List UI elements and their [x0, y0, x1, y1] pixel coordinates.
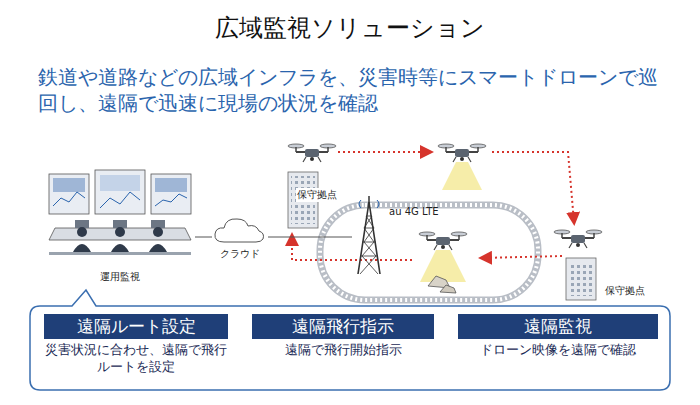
cloud-icon — [212, 214, 266, 246]
subtitle: 鉄道や道路などの広域インフラを、災害時等にスマートドローンで巡回し、遠隔で迅速に… — [38, 64, 670, 116]
feature-description: ドローン映像を遠隔で確認 — [458, 339, 658, 358]
room-icon — [45, 168, 195, 268]
feature-heading: 遠隔飛行指示 — [252, 314, 434, 339]
icon-label: クラウド — [220, 247, 260, 261]
feature-box: 遠隔ルート設定災害状況に合わせ、遠隔で飛行ルートを設定 — [44, 314, 228, 375]
icon-node: 運用監視 — [45, 168, 195, 286]
tower-icon — [352, 196, 386, 276]
icon-node: クラウド — [212, 214, 268, 260]
feature-box: 遠隔監視ドローン映像を遠隔で確認 — [458, 314, 658, 358]
network-line — [195, 237, 212, 238]
site-label: 保守拠点 — [604, 284, 646, 298]
title: 広域監視ソリューション — [0, 12, 700, 44]
site-label: 保守拠点 — [296, 188, 338, 202]
feature-box: 遠隔飛行指示遠隔で飛行開始指示 — [252, 314, 434, 358]
feature-heading: 遠隔監視 — [458, 314, 658, 339]
icon-node: au 4G LTE — [352, 196, 448, 278]
icon-label: 運用監視 — [100, 270, 140, 284]
feature-heading: 遠隔ルート設定 — [44, 314, 228, 339]
icon-label: au 4G LTE — [389, 206, 439, 217]
network-line — [268, 237, 352, 238]
feature-description: 災害状況に合わせ、遠隔で飛行ルートを設定 — [44, 339, 228, 375]
feature-description: 遠隔で飛行開始指示 — [252, 339, 434, 358]
